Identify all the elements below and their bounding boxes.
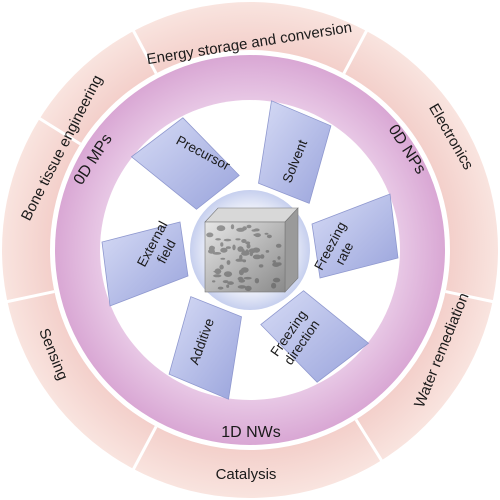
scaffold-pore <box>252 254 262 260</box>
scaffold-pore <box>258 264 264 268</box>
scaffold-pore <box>249 250 254 257</box>
scaffold-pore <box>208 245 215 252</box>
scaffold-pore <box>215 238 222 241</box>
scaffold-pore <box>222 280 229 284</box>
scaffold-pore <box>223 238 232 242</box>
scaffold-pore <box>218 226 223 229</box>
scaffold-pore <box>272 277 281 283</box>
label-catalysis: Catalysis <box>216 466 277 483</box>
scaffold-pore <box>264 232 269 235</box>
factor-blades <box>101 100 399 400</box>
scaffold-pore <box>275 243 282 248</box>
scaffold-pore <box>243 276 252 280</box>
scaffold-pore <box>236 227 246 232</box>
scaffold-pore <box>225 246 231 249</box>
scaffold-pore <box>237 285 247 289</box>
ring-divider <box>131 28 158 75</box>
scaffold-pore <box>235 238 241 241</box>
scaffold-pore <box>226 284 230 288</box>
scaffold-pore <box>241 251 250 256</box>
scaffold-pore <box>230 224 235 230</box>
scaffold-pore <box>276 262 282 266</box>
ring-divider <box>354 418 384 463</box>
factor-blade <box>311 193 399 279</box>
scaffold-pore <box>237 259 246 262</box>
scaffold-pore <box>240 267 249 273</box>
label-1d-nws: 1D NWs <box>221 424 281 441</box>
scaffold-pore <box>217 286 224 290</box>
factor-blade <box>168 296 242 400</box>
ring-divider <box>445 290 495 304</box>
factor-blade <box>101 221 189 307</box>
scaffold-pore <box>271 282 277 289</box>
scaffold-pore <box>252 247 261 253</box>
ring-divider <box>37 116 82 146</box>
scaffold-pore <box>272 260 277 263</box>
scaffold-pore <box>265 250 270 253</box>
scaffold-pore <box>219 264 224 270</box>
porous-scaffold-cube-icon <box>204 207 299 293</box>
scaffold-pore <box>238 278 246 283</box>
ring-divider <box>131 425 158 472</box>
ring-divider <box>342 28 369 75</box>
factor-blade <box>130 117 240 210</box>
scaffold-pore <box>206 232 214 238</box>
scaffold-pore <box>253 233 261 237</box>
ring-dividers <box>5 28 495 472</box>
scaffold-pore <box>246 224 252 229</box>
factor-blade <box>260 290 370 383</box>
scaffold-pore <box>220 247 228 253</box>
scaffold-pore <box>266 234 272 239</box>
scaffold-pore <box>227 281 234 285</box>
scaffold-pore <box>214 268 222 275</box>
ring-divider <box>5 290 55 304</box>
scaffold-pore <box>232 244 236 251</box>
scaffold-pore <box>226 260 231 265</box>
scaffold-pore <box>212 252 222 255</box>
scaffold-pore <box>245 241 251 245</box>
scaffold-pore <box>254 278 260 284</box>
scaffold-pore <box>237 246 244 252</box>
scaffold-pore <box>277 256 281 260</box>
scaffold-pore <box>244 285 252 292</box>
scaffold-pore <box>220 257 226 260</box>
scaffold-pore <box>246 243 251 249</box>
scaffold-pore <box>241 239 247 243</box>
factor-blade <box>258 100 332 204</box>
scaffold-pore <box>213 274 222 278</box>
scaffold-pore <box>212 280 216 283</box>
scaffold-pore <box>260 254 265 259</box>
scaffold-pore <box>251 229 257 232</box>
scaffold-pore <box>223 271 233 277</box>
scaffold-pore <box>220 242 224 247</box>
